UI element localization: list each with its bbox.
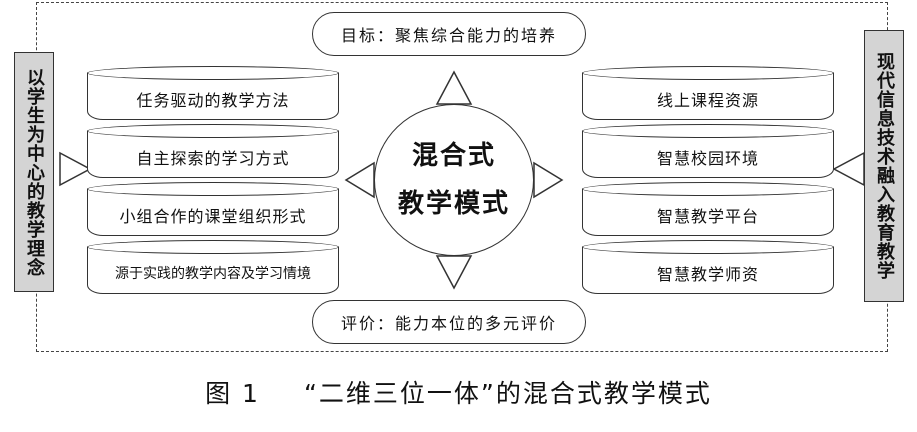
left-item-2-top <box>87 124 339 138</box>
arrow-right-side <box>832 151 865 187</box>
center-circle: 混合式 教学模式 <box>374 104 534 256</box>
right-item-1: 线上课程资源 <box>582 66 834 120</box>
arrow-right <box>533 161 564 199</box>
right-side-box: 现代信息技术融入教育教学 <box>864 30 904 302</box>
arrow-left-side <box>59 151 92 187</box>
arrow-up <box>435 70 473 105</box>
left-item-4: 源于实践的教学内容及学习情境 <box>87 240 339 294</box>
left-item-3-top <box>87 182 339 196</box>
figure-caption: 图 1 “二维三位一体”的混合式教学模式 <box>0 374 917 410</box>
evaluation-pill: 评价：能力本位的多元评价 <box>312 300 586 344</box>
arrow-left <box>344 161 375 199</box>
right-item-4: 智慧教学师资 <box>582 240 834 294</box>
figure-title: “二维三位一体”的混合式教学模式 <box>303 379 712 408</box>
left-item-4-label: 源于实践的教学内容及学习情境 <box>87 247 339 294</box>
left-item-1: 任务驱动的教学方法 <box>87 66 339 120</box>
right-item-3: 智慧教学平台 <box>582 182 834 236</box>
right-item-2-top <box>582 124 834 138</box>
left-item-2: 自主探索的学习方式 <box>87 124 339 178</box>
right-item-4-top <box>582 240 834 254</box>
center-line-1: 混合式 <box>411 141 496 171</box>
center-line-2: 教学模式 <box>397 189 510 219</box>
right-item-3-label: 智慧教学平台 <box>582 189 834 236</box>
right-item-3-top <box>582 182 834 196</box>
right-item-1-label: 线上课程资源 <box>582 73 834 120</box>
left-side-box: 以学生为中心的教学理念 <box>14 52 54 292</box>
figure-number: 图 1 <box>205 379 260 408</box>
left-item-4-top <box>87 240 339 254</box>
left-item-2-label: 自主探索的学习方式 <box>87 131 339 178</box>
left-item-1-label: 任务驱动的教学方法 <box>87 73 339 120</box>
left-item-1-top <box>87 66 339 80</box>
right-item-4-label: 智慧教学师资 <box>582 247 834 294</box>
goal-pill: 目标：聚焦综合能力的培养 <box>312 12 586 56</box>
left-item-3-label: 小组合作的课堂组织形式 <box>87 189 339 236</box>
right-item-1-top <box>582 66 834 80</box>
arrow-down <box>435 255 473 290</box>
right-item-2-label: 智慧校园环境 <box>582 131 834 178</box>
left-item-3: 小组合作的课堂组织形式 <box>87 182 339 236</box>
right-item-2: 智慧校园环境 <box>582 124 834 178</box>
